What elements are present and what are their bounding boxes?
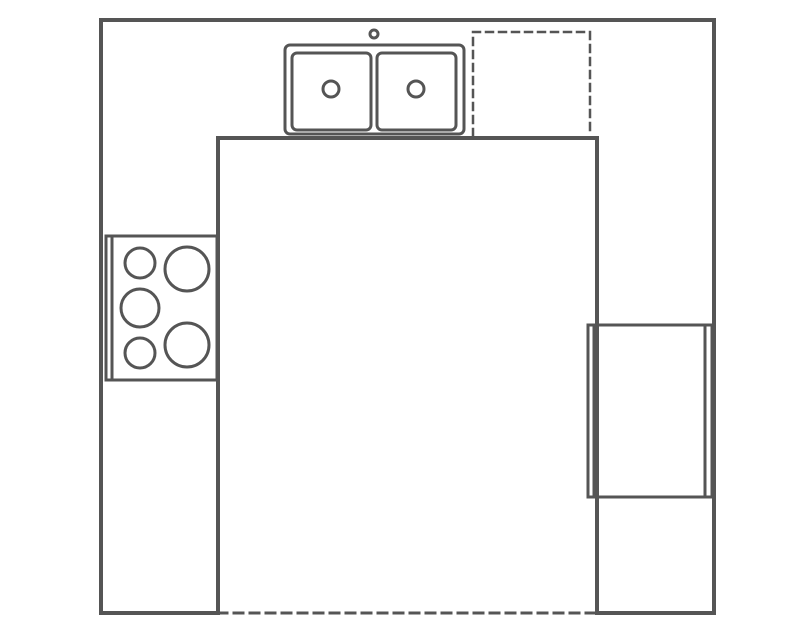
outer-wall — [99, 18, 716, 615]
refrigerator — [586, 323, 714, 499]
burner-large-bottom-icon — [163, 321, 211, 369]
faucet-icon — [368, 28, 380, 40]
sink-basin-right — [375, 51, 458, 132]
cooktop — [104, 234, 219, 382]
burner-large-middle-icon — [119, 287, 161, 329]
double-basin-sink — [283, 28, 466, 136]
cooktop-surface — [104, 234, 219, 382]
counter-inner-edge — [216, 136, 599, 615]
drain-left-icon — [321, 79, 341, 99]
drain-right-icon — [406, 79, 426, 99]
burner-small-top-icon — [123, 246, 157, 280]
refrigerator-body — [586, 323, 714, 499]
dishwasher — [471, 30, 592, 138]
burner-small-bottom-icon — [123, 336, 157, 370]
sink-outer-rim — [283, 43, 466, 136]
sink-basin-left — [290, 51, 373, 132]
burner-large-top-icon — [163, 245, 211, 293]
